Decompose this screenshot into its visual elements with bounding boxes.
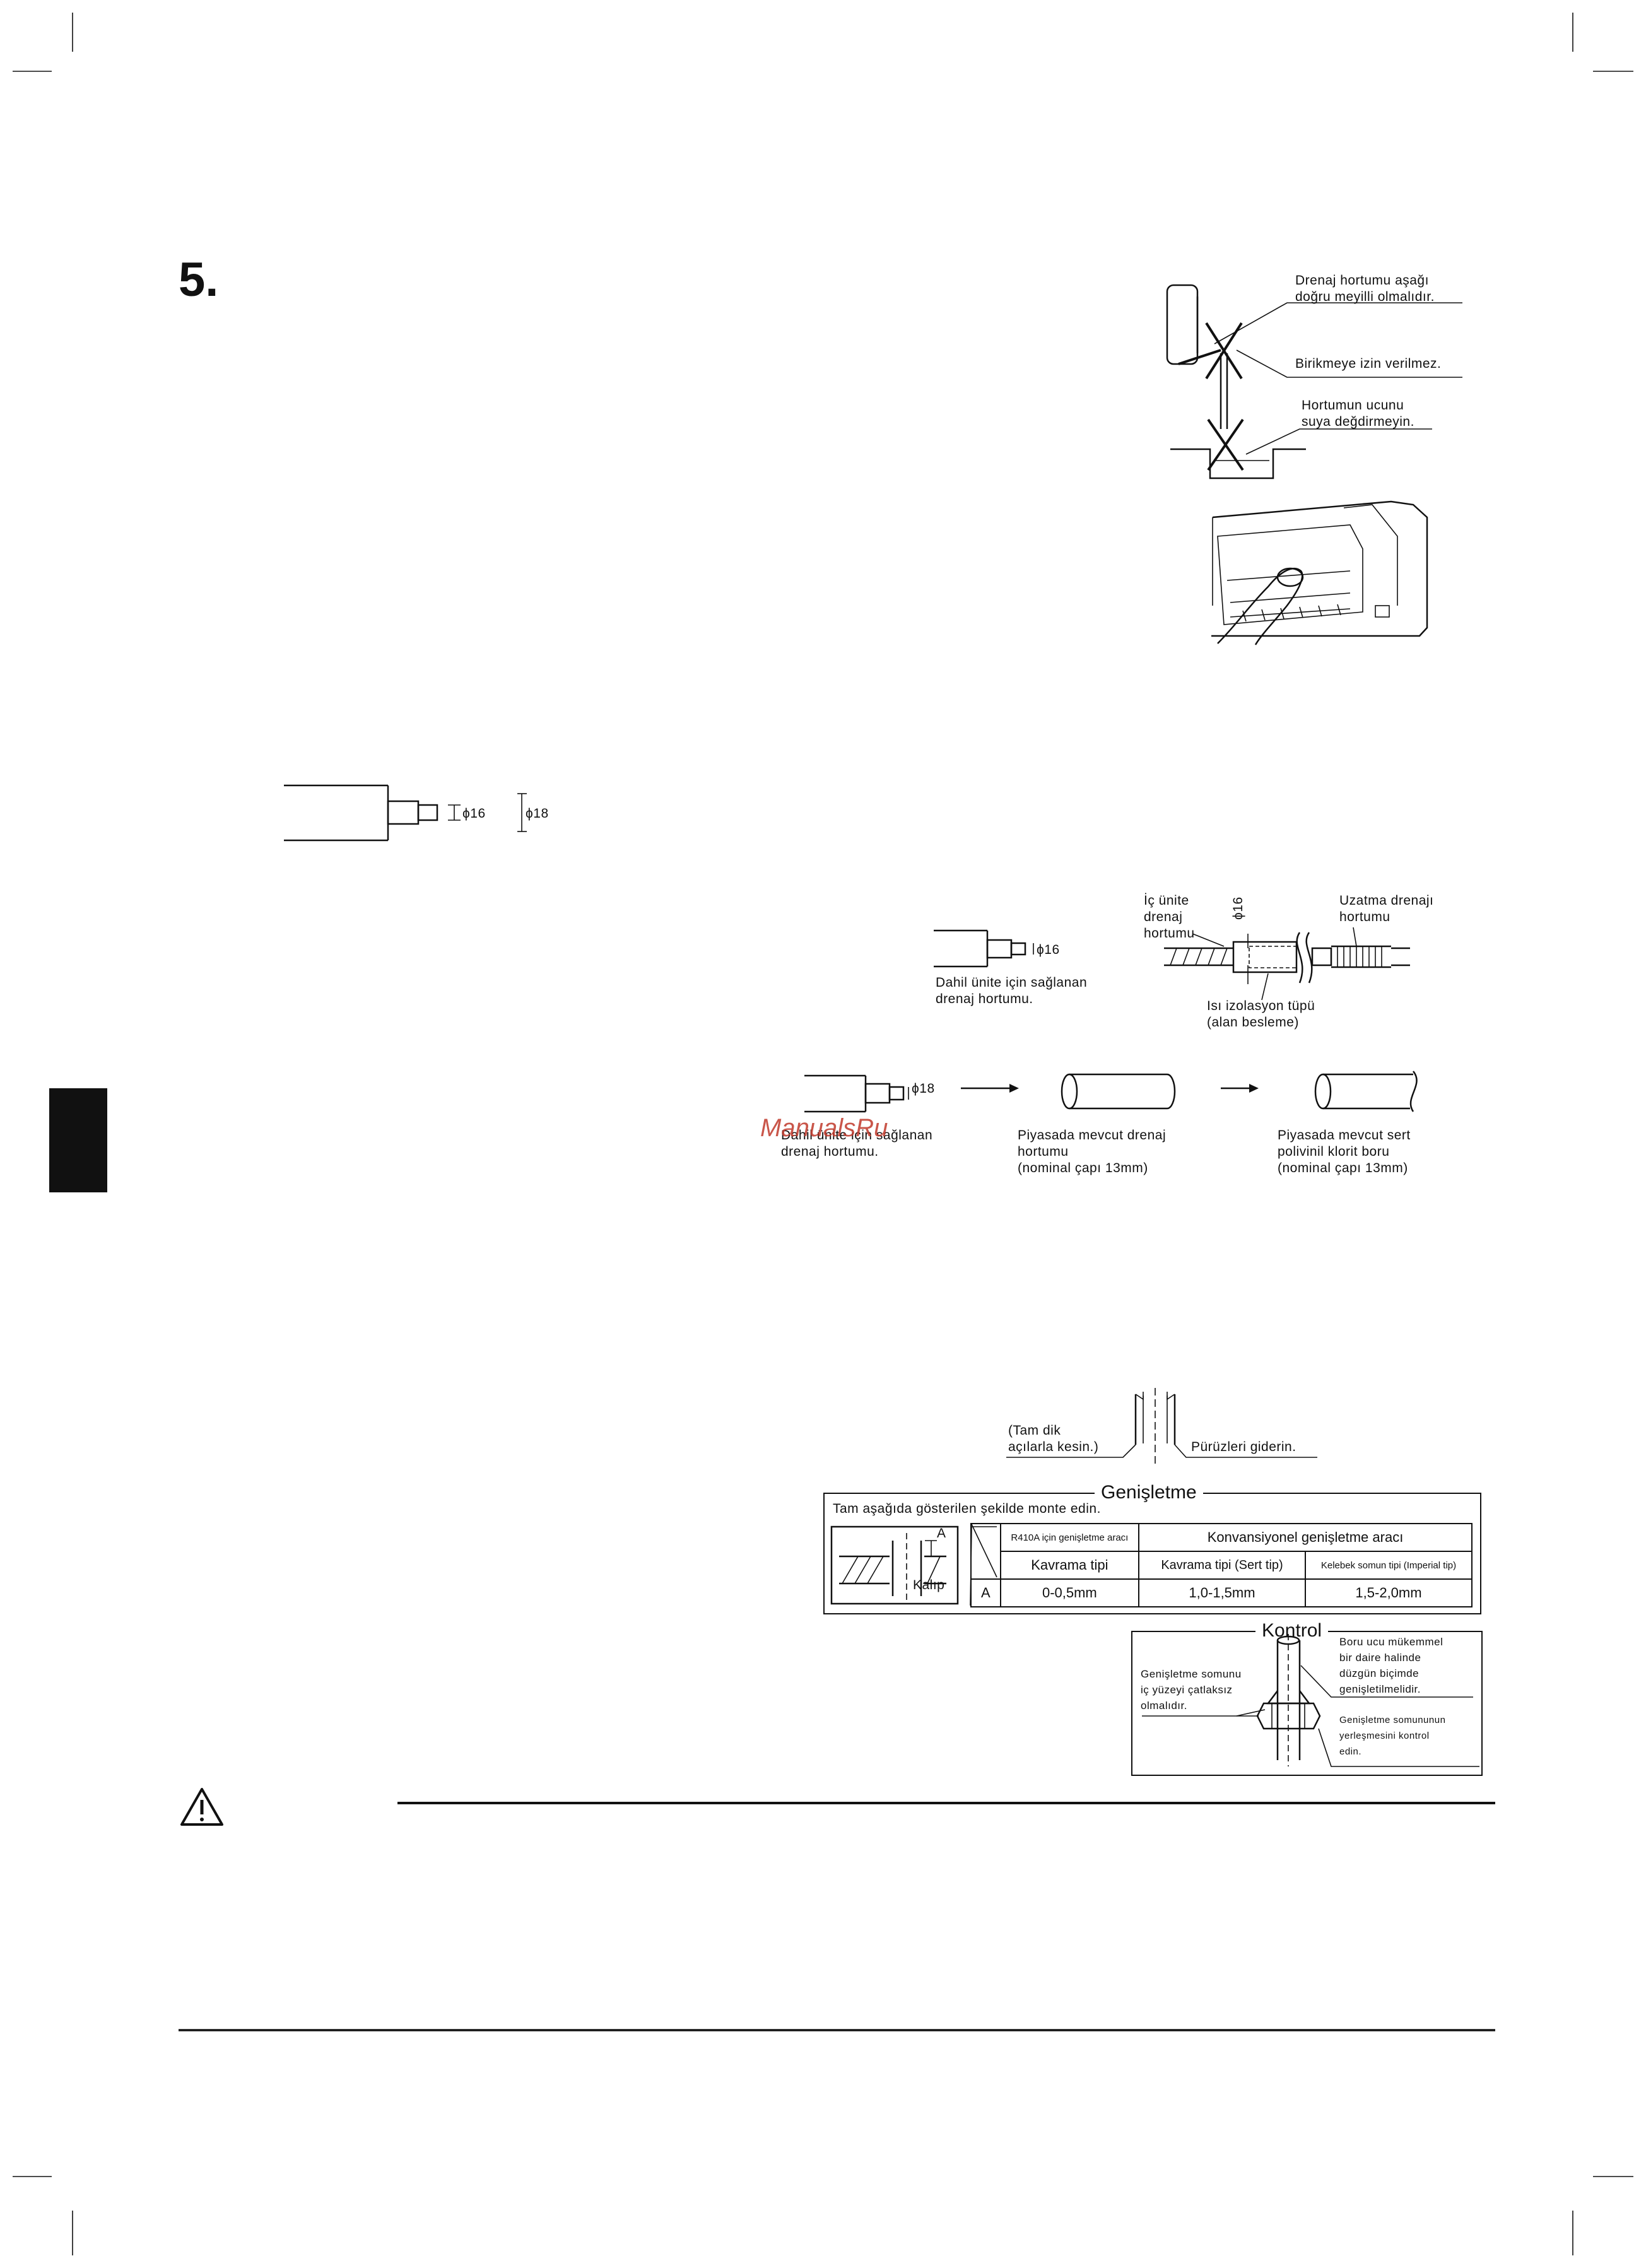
col-conventional-header: Konvansiyonel genişletme aracı — [1138, 1523, 1473, 1552]
check-left-2: iç yüzeyi çatlaksız — [1141, 1684, 1233, 1696]
supplied-hose-label-2: drenaj hortumu. — [936, 992, 1033, 1006]
slope-note-line2: doğru meyilli olmalıdır. — [1295, 290, 1435, 304]
chapter-side-tab — [49, 1088, 107, 1192]
flaring-instruction: Tam aşağıda gösterilen şekilde monte edi… — [833, 1501, 1101, 1516]
indoor-hose-label-3: hortumu — [1144, 926, 1195, 941]
water-note-line1: Hortumun ucunu — [1302, 398, 1404, 413]
a-value-imperial: 1,5-2,0mm — [1305, 1578, 1473, 1607]
insulation-label-1: Isı izolasyon tüpü — [1207, 999, 1315, 1013]
type-imperial: Kelebek somun tipi (Imperial tip) — [1305, 1551, 1473, 1580]
hose-diameter-18: ϕ18 — [526, 806, 549, 821]
insulation-label-2: (alan besleme) — [1207, 1015, 1299, 1030]
pvc-pipe-2: polivinil klorit boru — [1278, 1144, 1390, 1159]
no-trap-note: Birikmeye izin verilmez. — [1295, 356, 1442, 371]
check-right-2: bir daire halinde — [1339, 1652, 1421, 1664]
section-number: 5. — [179, 253, 219, 307]
row-a-label: A — [970, 1578, 1001, 1607]
conversion-diameter-18: ϕ18 — [912, 1081, 935, 1096]
check-right-5: Genişletme somununun — [1339, 1715, 1446, 1725]
check-right-6: yerleşmesini kontrol — [1339, 1730, 1430, 1741]
commercial-hose-1: Piyasada mevcut drenaj — [1018, 1128, 1167, 1143]
indoor-hose-label-1: İç ünite — [1144, 893, 1189, 908]
check-right-1: Boru ucu mükemmel — [1339, 1636, 1443, 1648]
check-right-3: düzgün biçimde — [1339, 1667, 1420, 1679]
flare-die-label: Kalıp — [913, 1578, 945, 1592]
commercial-hose-2: hortumu — [1018, 1144, 1069, 1159]
slope-note-line1: Drenaj hortumu aşağı — [1295, 273, 1429, 288]
extension-hose-label-1: Uzatma drenajı — [1339, 893, 1434, 908]
cut-note-1: (Tam dik — [1008, 1423, 1061, 1438]
warning-triangle-icon — [180, 1788, 223, 1826]
flaring-box-title: Genişletme — [1095, 1482, 1203, 1503]
hose-diameter-16: ϕ16 — [462, 806, 486, 821]
col-r410a-header: R410A için genişletme aracı — [999, 1523, 1140, 1552]
check-left-1: Genişletme somunu — [1141, 1668, 1242, 1680]
indoor-hose-label-2: drenaj — [1144, 910, 1183, 924]
a-value-r410a: 0-0,5mm — [999, 1578, 1140, 1607]
deburr-note: Pürüzleri giderin. — [1191, 1440, 1296, 1454]
flaring-spec-table: R410A için genişletme aracı Konvansiyone… — [970, 1523, 1473, 1607]
type-rigid: Kavrama tipi (Sert tip) — [1138, 1551, 1306, 1580]
water-note-line2: suya değdirmeyin. — [1302, 414, 1414, 429]
a-value-rigid: 1,0-1,5mm — [1138, 1578, 1306, 1607]
pvc-pipe-3: (nominal çapı 13mm) — [1278, 1161, 1408, 1175]
cut-note-2: açılarla kesin.) — [1008, 1440, 1099, 1454]
watermark: ManualsRu — [760, 1114, 888, 1142]
commercial-hose-3: (nominal çapı 13mm) — [1018, 1161, 1148, 1175]
pvc-pipe-1: Piyasada mevcut sert — [1278, 1128, 1411, 1143]
check-left-3: olmalıdır. — [1141, 1700, 1187, 1712]
check-right-7: edin. — [1339, 1746, 1362, 1757]
check-right-4: genişletilmelidir. — [1339, 1683, 1421, 1695]
flare-dimension-a: A — [937, 1526, 946, 1541]
extension-hose-label-2: hortumu — [1339, 910, 1390, 924]
supplied-hose-label-1: Dahil ünite için sağlanan — [936, 975, 1088, 990]
conversion-supplied-2: drenaj hortumu. — [781, 1144, 879, 1159]
type-r410a: Kavrama tipi — [999, 1551, 1140, 1580]
table-corner-cell — [970, 1523, 1001, 1580]
conversion-supplied-1: Dahil ünite için sağlanan — [781, 1128, 933, 1143]
supplied-diameter-16: ϕ16 — [1037, 943, 1060, 957]
